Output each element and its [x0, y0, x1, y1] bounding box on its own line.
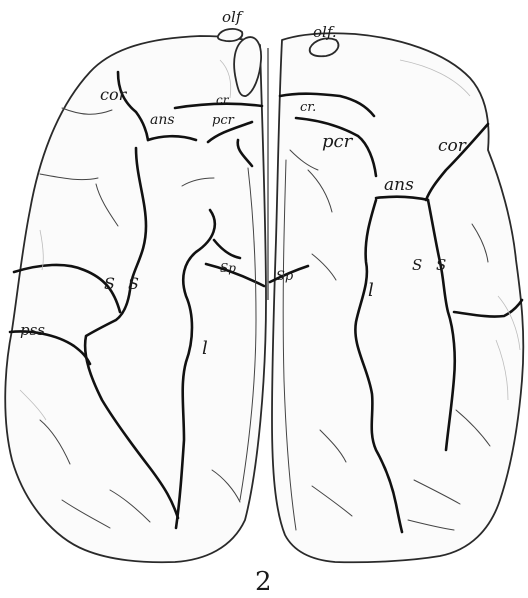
left-s-label-1: S [104, 274, 115, 293]
left-sp-label: Sp [220, 261, 236, 275]
left-olf-label: olf [222, 8, 244, 26]
right-l-label: l [368, 280, 374, 301]
right-s-label-1: S [412, 256, 422, 274]
left-s-label-2: S [128, 274, 139, 293]
right-cr-label: cr. [300, 100, 316, 115]
left-l-label: l [202, 338, 208, 359]
right-olf-label: olf. [313, 23, 337, 41]
left-hemisphere [5, 29, 266, 562]
right-ans-label: ans [384, 175, 414, 195]
left-pss-label: pss [20, 321, 45, 339]
figure-number: 2 [255, 567, 272, 593]
left-cor-label: cor [100, 85, 128, 104]
left-olfactory-tip [218, 29, 242, 41]
left-ans-label: ans [150, 112, 175, 128]
right-sp-label: Sp [276, 269, 294, 284]
left-pcr-label: pcr [212, 113, 235, 128]
left-cr-label: cr. [216, 93, 231, 107]
right-pcr-label: pcr [322, 131, 354, 152]
right-s-label-2: S [436, 256, 446, 274]
right-cor-label: cor [438, 136, 467, 156]
